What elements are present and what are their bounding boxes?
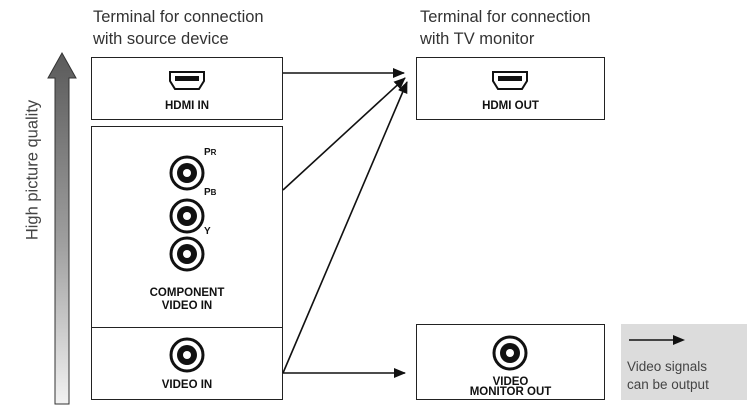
y-jack-label: Y — [204, 226, 211, 237]
video-in-jack-icon — [169, 337, 205, 373]
hdmi-port-icon — [169, 71, 205, 90]
y-jack-icon — [169, 236, 205, 272]
video-monitor-out-terminal: VIDEO MONITOR OUT — [416, 324, 605, 400]
tv-heading-line-1: Terminal for connection — [420, 8, 591, 26]
hdmi-out-label: HDMI OUT — [482, 100, 539, 112]
pb-jack-label: PB — [204, 187, 217, 198]
arrow-component-to-hdmi-out — [282, 77, 406, 191]
legend-text: Video signals can be output — [627, 358, 709, 394]
pr-jack-icon — [169, 155, 205, 191]
legend-arrow-icon — [629, 335, 685, 345]
component-video-in-label-line-1: COMPONENT — [149, 287, 225, 299]
video-monitor-out-label-line-2: MONITOR OUT — [469, 386, 552, 398]
legend-text-line-2: can be output — [627, 377, 709, 392]
tv-terminal-heading: Terminal for connection with TV monitor — [420, 6, 591, 50]
pr-jack-label: PR — [204, 147, 217, 158]
component-video-in-label-line-2: VIDEO IN — [161, 300, 213, 312]
arrow-video-in-to-hdmi-out — [282, 81, 408, 374]
quality-gradient-arrow — [47, 51, 77, 405]
hdmi-out-terminal: HDMI OUT — [416, 57, 605, 120]
source-terminal-heading: Terminal for connection with source devi… — [93, 6, 264, 50]
video-monitor-out-jack-icon — [492, 335, 528, 371]
legend-text-line-1: Video signals — [627, 359, 708, 374]
video-in-terminal: VIDEO IN — [91, 327, 283, 400]
tv-heading-line-2: with TV monitor — [420, 30, 535, 48]
video-in-label: VIDEO IN — [161, 379, 213, 391]
source-heading-line-2: with source device — [93, 30, 229, 48]
pb-jack-icon — [169, 198, 205, 234]
component-video-in-terminal: PR PB Y COMPONENT VIDEO IN — [91, 126, 283, 328]
hdmi-in-terminal: HDMI IN — [91, 57, 283, 120]
source-heading-line-1: Terminal for connection — [93, 8, 264, 26]
hdmi-in-label: HDMI IN — [164, 100, 210, 112]
video-monitor-out-label-line-1: VIDEO — [492, 376, 529, 388]
legend-box: Video signals can be output — [621, 324, 747, 400]
hdmi-port-icon — [492, 71, 528, 90]
